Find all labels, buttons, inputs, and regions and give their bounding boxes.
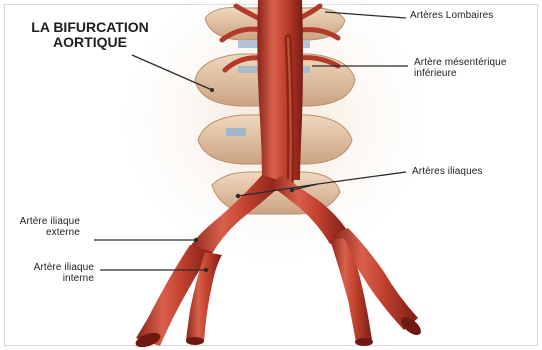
vessel-cut-left-internal: [186, 337, 204, 345]
label-external-iliac-line-1: Artère iliaque: [14, 216, 80, 227]
label-external-iliac-line-2: externe: [14, 227, 80, 238]
label-internal-iliac-line-1: Artère iliaque: [14, 262, 94, 273]
label-inferior-mesenteric: Artère mésentérique inférieure: [414, 57, 507, 79]
label-internal-iliac-line-2: interne: [14, 273, 94, 284]
label-lumbar-arteries: Artères Lombaires: [410, 10, 493, 21]
label-inferior-mesenteric-line-1: Artère mésentérique: [414, 57, 507, 68]
vessel-cut-right-internal: [355, 338, 373, 346]
label-external-iliac: Artère iliaque externe: [14, 216, 80, 238]
label-internal-iliac: Artère iliaque interne: [14, 262, 94, 284]
diagram-title: LA BIFURCATION AORTIQUE: [20, 20, 160, 50]
title-line-1: LA BIFURCATION: [20, 20, 160, 35]
aorta: [257, 0, 303, 180]
label-inferior-mesenteric-line-2: inférieure: [414, 68, 507, 79]
label-iliac-arteries: Artères iliaques: [412, 166, 483, 177]
title-line-2: AORTIQUE: [20, 35, 160, 50]
disc-3: [226, 128, 246, 136]
